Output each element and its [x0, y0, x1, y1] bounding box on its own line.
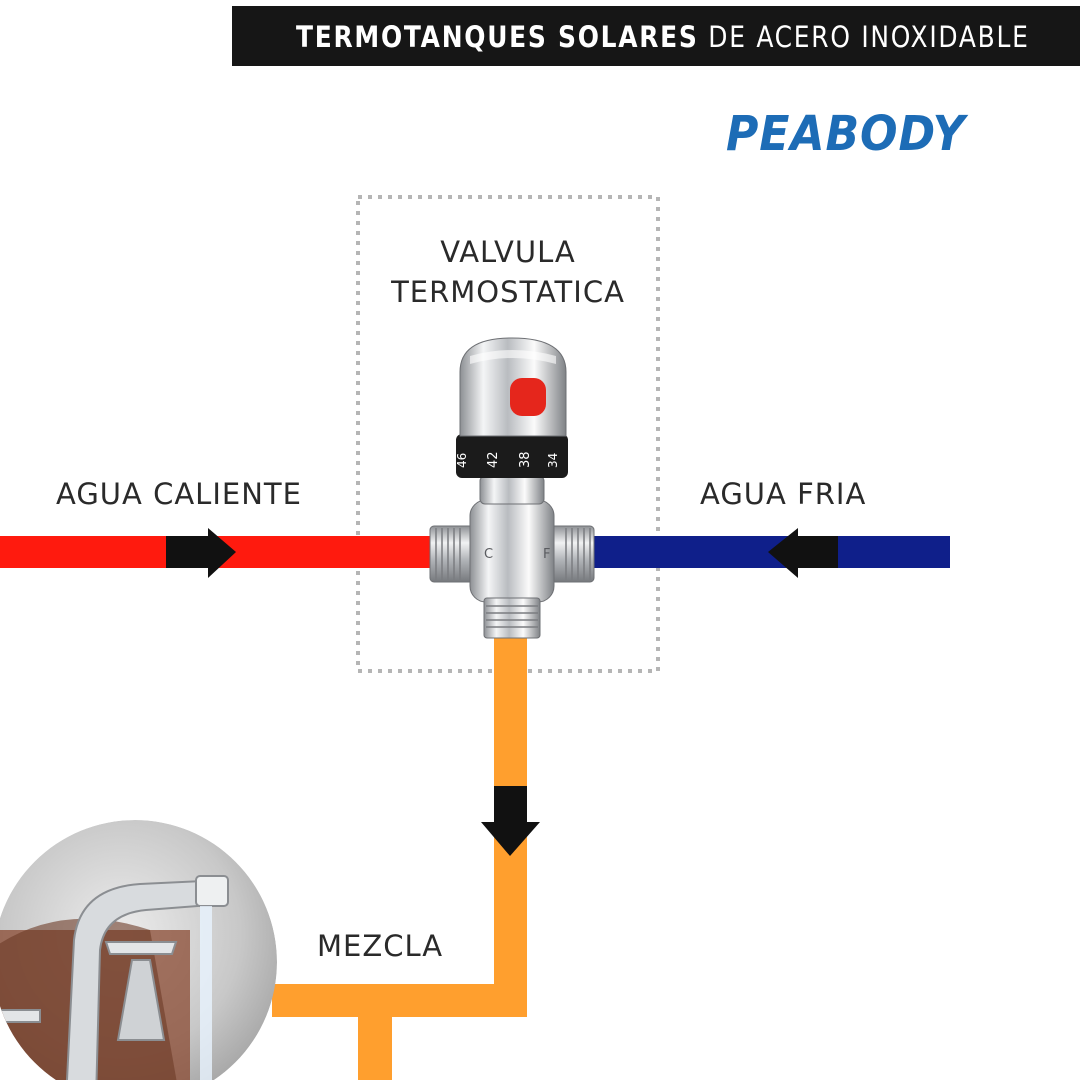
- arrow-icon: [481, 822, 540, 856]
- header-title-bold: TERMOTANQUES SOLARES: [296, 20, 699, 54]
- mix-pipe-drop: [358, 1000, 392, 1080]
- valve-label-line1: VALVULA: [440, 235, 576, 269]
- dial-number: 34: [546, 453, 560, 468]
- arrow-icon: [208, 528, 236, 578]
- cold-water-label: AGUA FRIA: [700, 477, 867, 511]
- hot-port-mark: C: [484, 547, 493, 562]
- header-title: TERMOTANQUES SOLARES DE ACERO INOXIDABLE: [296, 17, 1030, 57]
- cold-port-mark: F: [543, 547, 550, 562]
- header-banner: [232, 6, 1080, 66]
- mix-label: MEZCLA: [317, 929, 444, 963]
- mix-pipe-band: [494, 786, 527, 824]
- hot-water-label: AGUA CALIENTE: [56, 477, 302, 511]
- hot-pipe-band: [166, 536, 210, 568]
- cold-pipe-band: [796, 536, 838, 568]
- valve-label-line2: TERMOSTATICA: [391, 275, 625, 309]
- dial-number: 46: [455, 453, 469, 468]
- mix-pipe-horizontal: [272, 984, 527, 1017]
- dial-number: 42: [486, 451, 501, 468]
- faucet-photo-icon: [0, 820, 277, 1080]
- valve-label: VALVULA TERMOSTATICA: [358, 232, 658, 312]
- brand-logo: PEABODY: [726, 106, 966, 162]
- thermostatic-valve-icon: [429, 337, 595, 639]
- arrow-icon: [768, 528, 798, 578]
- header-title-light: DE ACERO INOXIDABLE: [708, 20, 1030, 54]
- dial-number: 38: [518, 451, 533, 468]
